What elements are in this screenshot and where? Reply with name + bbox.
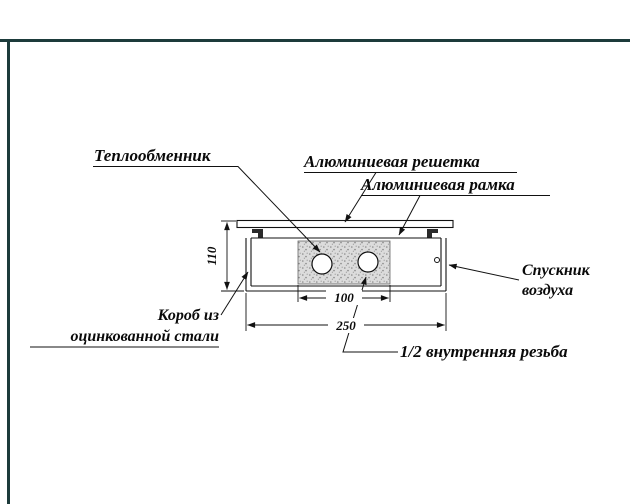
pipe-left <box>311 253 333 275</box>
dimension-lines <box>221 220 447 331</box>
leader-heat-exchanger <box>93 166 321 253</box>
frame-hook-right <box>427 229 438 238</box>
air-vent-fitting <box>434 257 440 263</box>
leader-frame <box>398 195 421 236</box>
pipe-right <box>357 251 379 273</box>
page-border-top <box>0 39 630 42</box>
leader-grille <box>344 172 377 223</box>
label-steel-box-line1: Короб из <box>157 307 219 324</box>
label-aluminum-grille: Алюминиевая решетка <box>304 152 480 171</box>
dimension-exchanger-width: 100 <box>326 290 362 305</box>
label-air-vent-line2: воздуха <box>522 282 574 299</box>
frame-hook-left <box>252 229 263 238</box>
leader-steel-box <box>220 271 249 316</box>
label-steel-box-line2: оцинкованной стали <box>70 328 219 345</box>
label-heat-exchanger: Теплообменник <box>94 146 211 165</box>
label-air-vent: Спускник воздуха <box>522 261 590 301</box>
label-air-vent-line1: Спускник <box>522 262 590 279</box>
label-thread: 1/2 внутренняя резьба <box>400 342 568 361</box>
dimension-total-width: 250 <box>328 318 364 333</box>
drawing-geometry <box>236 219 454 292</box>
dimension-height: 110 <box>204 246 219 266</box>
label-aluminum-frame: Алюминиевая рамка <box>361 175 515 194</box>
label-steel-box: Короб из оцинкованной стали <box>27 305 219 347</box>
leader-air-vent <box>448 263 520 281</box>
page-border-left <box>7 39 10 504</box>
leader-lines <box>30 166 550 353</box>
